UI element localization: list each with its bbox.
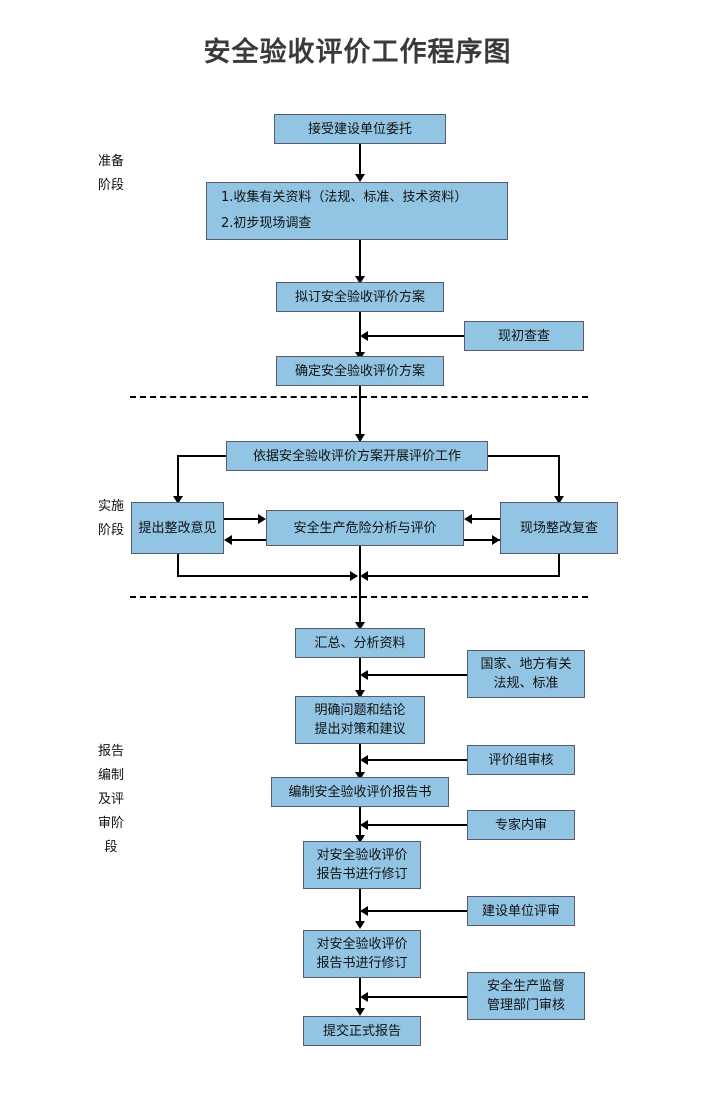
- node-submit-final-report[interactable]: 提交正式报告: [303, 1016, 421, 1046]
- arrowhead-collect-to-draft: [355, 276, 365, 284]
- connector-ownerreview-to-mainline: [368, 910, 467, 912]
- arrowhead-revise1-to-revise2: [355, 921, 365, 929]
- arrowhead-hazard-to-rectification: [224, 535, 232, 545]
- node-summarize-analyze[interactable]: 汇总、分析资料: [295, 628, 425, 658]
- arrowhead-evaluation-to-recheck: [554, 496, 564, 504]
- arrowhead-compile-to-revise1: [355, 835, 365, 843]
- node-owner-review[interactable]: 建设单位评审: [467, 896, 575, 926]
- stage-label-preparation: 准备阶段: [98, 154, 125, 193]
- connector-reviewgroup-to-mainline: [368, 759, 467, 761]
- connector-hazard-down: [359, 546, 361, 576]
- arrowhead-ownerreview-to-mainline: [360, 906, 368, 916]
- arrowhead-confirm-to-evaluation: [355, 434, 365, 442]
- node-hazard-analysis[interactable]: 安全生产危险分析与评价: [266, 510, 464, 546]
- arrowhead-rectification-merge: [350, 571, 358, 581]
- connector-recheck-down: [558, 554, 560, 576]
- node-accept-commission[interactable]: 接受建设单位委托: [274, 114, 446, 144]
- arrowhead-implementation-to-report: [355, 622, 365, 630]
- connector-rectification-down: [177, 554, 179, 576]
- arrowhead-clarify-to-compile: [355, 772, 365, 780]
- node-compile-report[interactable]: 编制安全验收评价报告书: [271, 777, 449, 807]
- node-review-group[interactable]: 评价组审核: [467, 745, 575, 775]
- connector-recheck-merge-h: [362, 575, 560, 577]
- node-carry-out-evaluation[interactable]: 依据安全验收评价方案开展评价工作: [226, 441, 488, 471]
- stage-label-implementation: 实施阶段: [98, 499, 125, 538]
- node-revise-report-2[interactable]: 对安全验收评价 报告书进行修订: [303, 930, 421, 978]
- arrowhead-laws-to-mainline: [360, 670, 368, 680]
- arrowhead-expert-to-mainline: [360, 820, 368, 830]
- connector-evaluation-right-h: [488, 455, 560, 457]
- node-clarify-conclusions[interactable]: 明确问题和结论 提出对策和建议: [295, 696, 425, 744]
- connector-evaluation-left-v: [177, 455, 179, 496]
- node-collect-data[interactable]: 1.收集有关资料（法规、标准、技术资料） 2.初步现场调查: [206, 182, 508, 240]
- connector-supervision-to-mainline: [368, 996, 467, 998]
- connector-implementation-to-report: [359, 575, 361, 627]
- arrowhead-revise2-to-submit: [355, 1008, 365, 1016]
- page-title: 安全验收评价工作程序图: [203, 37, 512, 68]
- node-supervision-review[interactable]: 安全生产监督 管理部门审核: [467, 972, 585, 1020]
- connector-hazard-to-recheck: [464, 539, 500, 541]
- node-site-recheck[interactable]: 现场整改复查: [500, 502, 618, 554]
- arrowhead-recheck-merge: [360, 571, 368, 581]
- arrowhead-summarize-to-clarify: [355, 690, 365, 698]
- node-confirm-plan[interactable]: 确定安全验收评价方案: [276, 356, 444, 386]
- node-expert-internal-review[interactable]: 专家内审: [467, 810, 575, 840]
- arrowhead-initialcheck-to-mainline: [360, 331, 368, 341]
- node-revise-report-1[interactable]: 对安全验收评价 报告书进行修订: [303, 841, 421, 889]
- arrowhead-recheck-to-hazard: [464, 514, 472, 524]
- node-draft-plan[interactable]: 拟订安全验收评价方案: [276, 282, 444, 312]
- connector-evaluation-left-h: [178, 455, 226, 457]
- connector-initialcheck-to-mainline: [368, 335, 464, 337]
- connector-evaluation-right-v: [558, 455, 560, 496]
- arrowhead-accept-to-collect: [355, 174, 365, 182]
- connector-rectification-merge-h: [177, 575, 357, 577]
- arrowhead-reviewgroup-to-mainline: [360, 755, 368, 765]
- arrowhead-supervision-to-mainline: [360, 992, 368, 1002]
- connector-recheck-to-hazard: [472, 518, 500, 520]
- connector-hazard-to-rectification: [232, 539, 266, 541]
- connector-rectification-to-hazard: [224, 518, 258, 520]
- connector-collect-to-draft: [359, 240, 361, 276]
- arrowhead-hazard-to-recheck: [492, 535, 500, 545]
- node-propose-rectification[interactable]: 提出整改意见: [131, 502, 224, 554]
- connector-accept-to-collect: [359, 144, 361, 174]
- arrowhead-rectification-to-hazard: [258, 514, 266, 524]
- node-site-initial-check[interactable]: 现初查查: [464, 321, 584, 351]
- arrowhead-evaluation-to-rectification: [173, 496, 183, 504]
- node-national-local-laws[interactable]: 国家、地方有关 法规、标准: [467, 650, 585, 698]
- connector-laws-to-mainline: [368, 674, 467, 676]
- connector-expert-to-mainline: [368, 824, 467, 826]
- stage-label-report: 报告编制及评审阶段: [98, 744, 125, 855]
- connector-confirm-to-evaluation: [359, 386, 361, 441]
